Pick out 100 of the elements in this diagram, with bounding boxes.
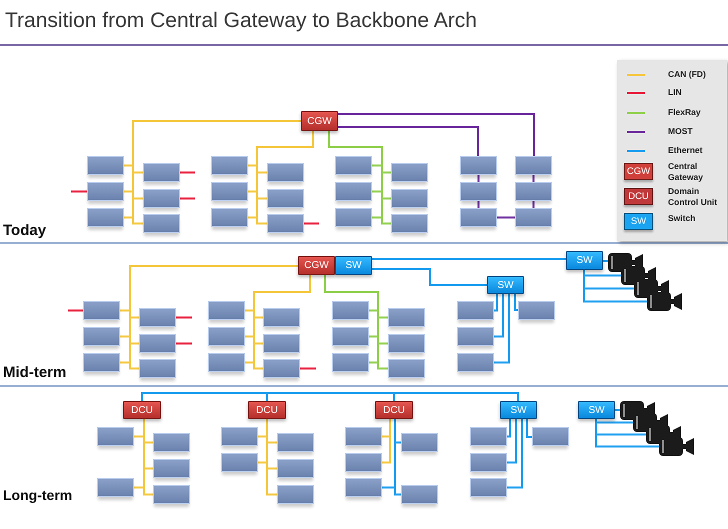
bus-line — [372, 258, 566, 260]
ecu-box — [267, 189, 304, 208]
ecu-box — [332, 301, 369, 320]
ecu-box — [87, 208, 124, 227]
switch-box: SW — [500, 401, 537, 419]
bus-line — [176, 316, 192, 318]
bus-line — [478, 201, 480, 208]
ecu-box — [515, 156, 552, 175]
ecu-box — [153, 433, 190, 452]
bus-line — [338, 126, 479, 156]
switch-box: SW — [335, 256, 372, 275]
bus-line — [141, 392, 268, 401]
gateway-box: DCU — [248, 401, 286, 419]
ecu-box — [345, 478, 382, 497]
legend-label: Ethernet — [668, 145, 702, 156]
swatch-label: CGW — [626, 166, 652, 177]
ecu-box — [460, 208, 497, 227]
bus-line — [595, 419, 633, 424]
ecu-box — [139, 334, 176, 353]
ecu-box — [221, 427, 258, 446]
switch-box: SW — [578, 401, 615, 419]
ecu-box — [470, 427, 507, 446]
bus-line — [304, 222, 319, 224]
ecu-box — [277, 459, 314, 478]
ecu-box — [143, 163, 180, 182]
ecu-box — [332, 327, 369, 346]
ecu-box — [391, 214, 428, 233]
bus-line — [71, 190, 87, 192]
ecu-box — [83, 327, 120, 346]
ecu-box — [401, 485, 438, 504]
ecu-box — [139, 308, 176, 327]
switch-box: SW — [487, 276, 524, 294]
bus-line — [507, 419, 517, 464]
bus-line — [526, 419, 532, 438]
switch-box: SW — [566, 251, 603, 270]
bus-line — [494, 294, 498, 312]
ecu-box — [470, 478, 507, 497]
ecu-box — [335, 182, 372, 201]
section-label: Today — [3, 222, 46, 239]
bus-line — [382, 419, 391, 464]
ecu-box — [457, 353, 494, 372]
ecu-box — [277, 485, 314, 504]
ecu-box — [87, 182, 124, 201]
ecu-box — [388, 359, 425, 378]
ecu-box — [208, 353, 245, 372]
ecu-box — [332, 353, 369, 372]
gateway-box: DCU — [375, 401, 413, 419]
bus-line — [494, 294, 510, 364]
ecu-box — [87, 156, 124, 175]
ecu-box — [388, 334, 425, 353]
legend-label: Central Gateway — [668, 161, 704, 184]
gateway-box: CGW — [301, 111, 338, 131]
bus-line — [372, 268, 487, 286]
ecu-box — [208, 301, 245, 320]
ecu-box — [345, 453, 382, 472]
ecu-box — [263, 308, 300, 327]
bus-line — [393, 392, 519, 401]
ecu-box — [515, 208, 552, 227]
ecu-box — [153, 485, 190, 504]
ecu-box — [532, 427, 569, 446]
ecu-box — [267, 214, 304, 233]
bus-line — [507, 419, 511, 438]
bus-line — [532, 201, 534, 208]
ecu-box — [97, 478, 134, 497]
ecu-box — [345, 427, 382, 446]
bus-line — [507, 419, 523, 488]
ecu-box — [211, 208, 248, 227]
section-label: Long-term — [3, 487, 72, 503]
legend-label: Domain Control Unit — [668, 186, 718, 208]
ecu-box — [335, 208, 372, 227]
bus-line — [532, 175, 534, 182]
ecu-box — [388, 308, 425, 327]
legend-label: CAN (FD) — [668, 69, 706, 80]
ecu-box — [208, 327, 245, 346]
ecu-box — [221, 453, 258, 472]
bus-line — [494, 294, 504, 338]
legend-label: LIN — [668, 87, 682, 98]
gateway-box: CGW — [298, 256, 335, 275]
ecu-box — [457, 327, 494, 346]
ecu-box — [143, 189, 180, 208]
bus-line — [300, 368, 316, 370]
bus-line — [266, 392, 395, 401]
ecu-box — [335, 156, 372, 175]
ecu-box — [97, 427, 134, 446]
camera-icon — [647, 292, 683, 311]
ecu-box — [153, 459, 190, 478]
gateway-box: DCU — [123, 401, 161, 419]
bus-line — [497, 216, 515, 218]
legend-label: MOST — [668, 126, 693, 138]
bus-line — [176, 342, 192, 344]
ecu-box — [518, 301, 555, 320]
ecu-box — [391, 163, 428, 182]
legend-label: Switch — [668, 213, 696, 224]
ecu-box — [263, 334, 300, 353]
swatch-label: SW — [630, 216, 648, 227]
legend-label: FlexRay — [668, 107, 701, 118]
ecu-box — [457, 301, 494, 320]
bus-line — [68, 310, 83, 312]
ecu-box — [277, 433, 314, 452]
swatch-label: DCU — [627, 191, 650, 202]
